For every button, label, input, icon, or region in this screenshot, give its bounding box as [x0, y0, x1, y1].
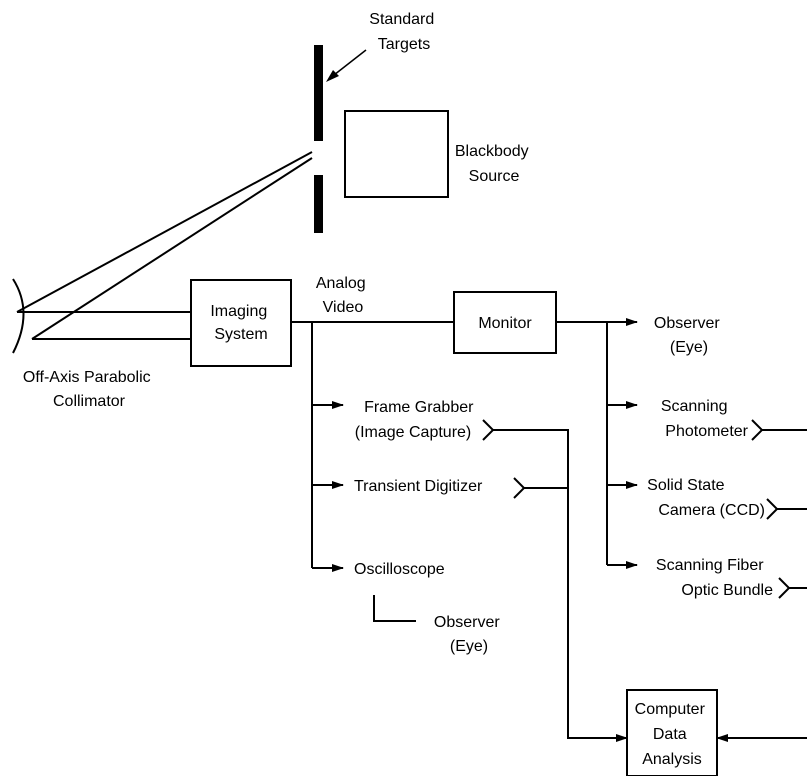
computer-data-analysis-box	[626, 689, 718, 776]
monitor-box	[453, 291, 557, 354]
blackbody-source-box	[344, 110, 449, 198]
collimator-label: Off-Axis Parabolic Collimator	[23, 369, 155, 410]
transient-digitizer-label: Transient Digitizer	[354, 478, 483, 495]
scanning-fiber-optic-label: Scanning Fiber Optic Bundle	[656, 557, 773, 599]
blackbody-source-label: Blackbody Source	[455, 143, 533, 185]
standard-targets-pointer	[333, 49, 367, 76]
standard-target-bar-bottom	[314, 175, 323, 233]
standard-targets-label: Standard Targets	[369, 11, 438, 53]
computer-data-analysis-label: Computer Data Analysis	[635, 701, 710, 768]
scanning-photometer-label: Scanning Photometer	[661, 398, 749, 440]
parabolic-collimator-mirror	[12, 278, 25, 354]
monitor-label: Monitor	[478, 315, 532, 332]
standard-target-bar-top	[314, 45, 323, 141]
observer-eye-bottom-label: Observer (Eye)	[434, 614, 504, 655]
imaging-system-label: Imaging System	[210, 303, 271, 343]
frame-grabber-label: Frame Grabber (Image Capture)	[355, 399, 478, 441]
analog-video-label: Analog Video	[316, 275, 370, 316]
oscilloscope-label: Oscilloscope	[354, 561, 445, 578]
imaging-system-box	[190, 279, 292, 367]
solid-state-camera-label: Solid State Camera (CCD)	[647, 477, 765, 519]
observer-eye-top-label: Observer (Eye)	[654, 315, 724, 356]
